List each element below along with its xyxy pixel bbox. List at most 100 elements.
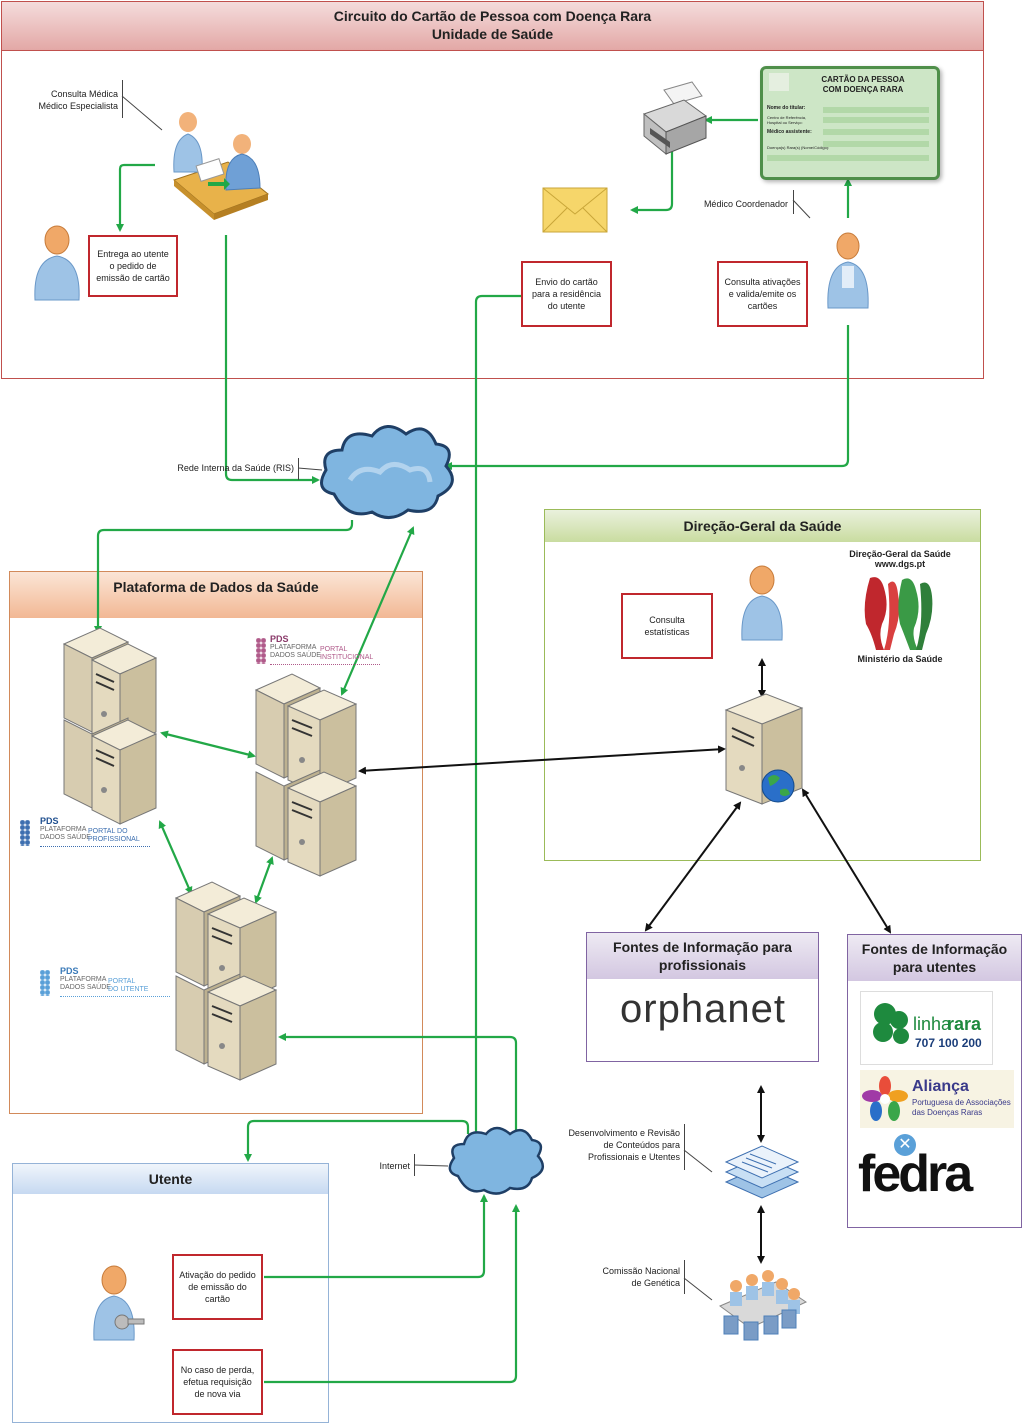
linharara-leaf-icon — [873, 1003, 909, 1044]
alianca-text-1: Aliança — [912, 1078, 969, 1095]
linharara-text-1: linha — [913, 1014, 952, 1034]
box-consulta-ativacoes: Consulta ativações e valida/emite os car… — [717, 261, 808, 327]
utente-header — [13, 1164, 328, 1194]
pds-prof-line1: PLATAFORMA — [40, 826, 87, 833]
arrow-internet-utente — [244, 1119, 470, 1162]
label-desenv-bracket — [684, 1124, 685, 1170]
unidade-saude-header — [2, 2, 983, 51]
box-consulta-estatisticas: Consulta estatísticas — [621, 593, 713, 659]
alianca-flower-icon — [862, 1076, 908, 1121]
pds-logo-mark-icon — [40, 970, 50, 996]
box-entrega: Entrega ao utente o pedido de emissão de… — [88, 235, 178, 297]
box-perda: No caso de perda, efetua requisição de n… — [172, 1349, 263, 1415]
label-ris-bracket — [298, 458, 299, 480]
fedra-text: fedra — [858, 1145, 973, 1203]
label-comissao-bracket — [684, 1260, 685, 1294]
alianca-logo: Aliança Portuguesa de Associações das Do… — [860, 1070, 1014, 1128]
label-coord-bracket — [793, 190, 794, 214]
pds-inst-line1: PLATAFORMA — [270, 644, 317, 651]
fontes-prof-title-1: Fontes de Informação para — [613, 939, 792, 955]
arrow-pds1-pds2 — [160, 730, 256, 759]
dgs-header — [545, 510, 980, 542]
pds-utente-portal-1: PORTAL — [108, 978, 136, 985]
card-field-2: Centro de Referência, Hospital ou Serviç… — [767, 115, 807, 125]
pds-utente-line2: DADOS SAÚDE — [60, 984, 111, 991]
dgs-panel: Direção-Geral da Saúde — [544, 509, 981, 861]
pds-logo-utente: PDS PLATAFORMA DADOS SAÚDE PORTAL DO UTE… — [40, 966, 190, 1002]
arrow-dgs-fontes-prof — [644, 801, 742, 932]
fontes-utentes-title-1: Fontes de Informação — [861, 941, 1008, 957]
pds-prof-acronym: PDS — [40, 816, 59, 826]
dgs-title: Direção-Geral da Saúde — [683, 518, 842, 534]
unidade-title-2: Unidade de Saúde — [431, 26, 554, 42]
pds-inst-line2: DADOS SAÚDE — [270, 652, 321, 659]
fontes-prof-title-2: profissionais — [658, 957, 747, 973]
pds-prof-portal-2: PROFISSIONAL — [88, 836, 140, 843]
pds-logo-mark-icon — [256, 638, 266, 664]
pds-utente-underline — [60, 996, 170, 997]
pds-prof-line2: DADOS SAÚDE — [40, 834, 91, 841]
card-logo — [769, 73, 789, 91]
pds-logo-mark-icon — [20, 820, 30, 846]
card-field-3: Médico assistente: — [767, 129, 812, 135]
fontes-utentes-title-2: para utentes — [892, 959, 977, 975]
label-desenvolvimento: Desenvolvimento e Revisão de Conteúdos p… — [568, 1128, 680, 1162]
alianca-text-2: Portuguesa de Associações — [912, 1098, 1011, 1107]
box-ativacao: Ativação do pedido de emissão do cartão — [172, 1254, 263, 1320]
pds-utente-acronym: PDS — [60, 966, 79, 976]
arrow-consulta-ris — [224, 235, 320, 484]
arrow-pds2-pds3 — [254, 856, 274, 904]
unidade-saude-panel: Circuito do Cartão de Pessoa com Doença … — [1, 1, 984, 379]
box-envio: Envio do cartão para a residência do ute… — [521, 261, 612, 327]
unidade-title-1: Circuito do Cartão de Pessoa com Doença … — [333, 8, 652, 24]
fontes-prof-panel: Fontes de Informação para profissionais … — [586, 932, 819, 1062]
pds-inst-underline — [270, 664, 380, 665]
arrow-consulta-entrega — [116, 163, 155, 232]
label-consulta-bracket — [122, 80, 123, 118]
orphanet-logo: orphanet — [620, 987, 786, 1031]
pds-utente-portal-2: DO UTENTE — [108, 986, 149, 993]
pds-logo-profissional: PDS PLATAFORMA DADOS SAÚDE PORTAL DO PRO… — [20, 816, 170, 852]
pds-inst-acronym: PDS — [270, 634, 289, 644]
pds-inst-portal-2: INSTITUCIONAL — [320, 654, 374, 661]
label-ris: Rede Interna da Saúde (RIS) — [177, 463, 294, 473]
arrow-pds1-pds3 — [158, 820, 193, 895]
card-title-2: COM DOENÇA RARA — [822, 85, 904, 94]
utente-panel: Utente — [12, 1163, 329, 1423]
label-medico-coordenador: Médico Coordenador — [703, 199, 788, 209]
card-line-4 — [823, 141, 929, 147]
rare-disease-card: CARTÃO DA PESSOA COM DOENÇA RARA Nome do… — [760, 66, 940, 180]
dgs-logo-line1: Direção-Geral da Saúde — [849, 549, 951, 559]
dgs-logo-line2: www.dgs.pt — [874, 559, 926, 569]
arrow-coord-ris — [444, 325, 850, 470]
fontes-utentes-panel: Fontes de Informação para utentes — [847, 934, 1022, 1228]
linharara-logo: linha rara 707 100 200 — [860, 991, 993, 1065]
label-consulta-medica: Consulta Médica Médico Especialista — [38, 89, 118, 111]
card-field-1: Nome do titular: — [767, 105, 806, 111]
dgs-logo-line3: Ministério da Saúde — [857, 654, 943, 664]
linharara-phone: 707 100 200 — [915, 1036, 982, 1050]
label-comissao: Comissão Nacional de Genética — [602, 1266, 680, 1288]
arrow-internet-pds3 — [278, 1033, 518, 1134]
arrow-perda-internet — [264, 1204, 520, 1384]
card-field-4: Doença(s) Rara(s) (Nome/Código): — [767, 145, 830, 150]
alianca-text-3: das Doenças Raras — [912, 1108, 983, 1117]
